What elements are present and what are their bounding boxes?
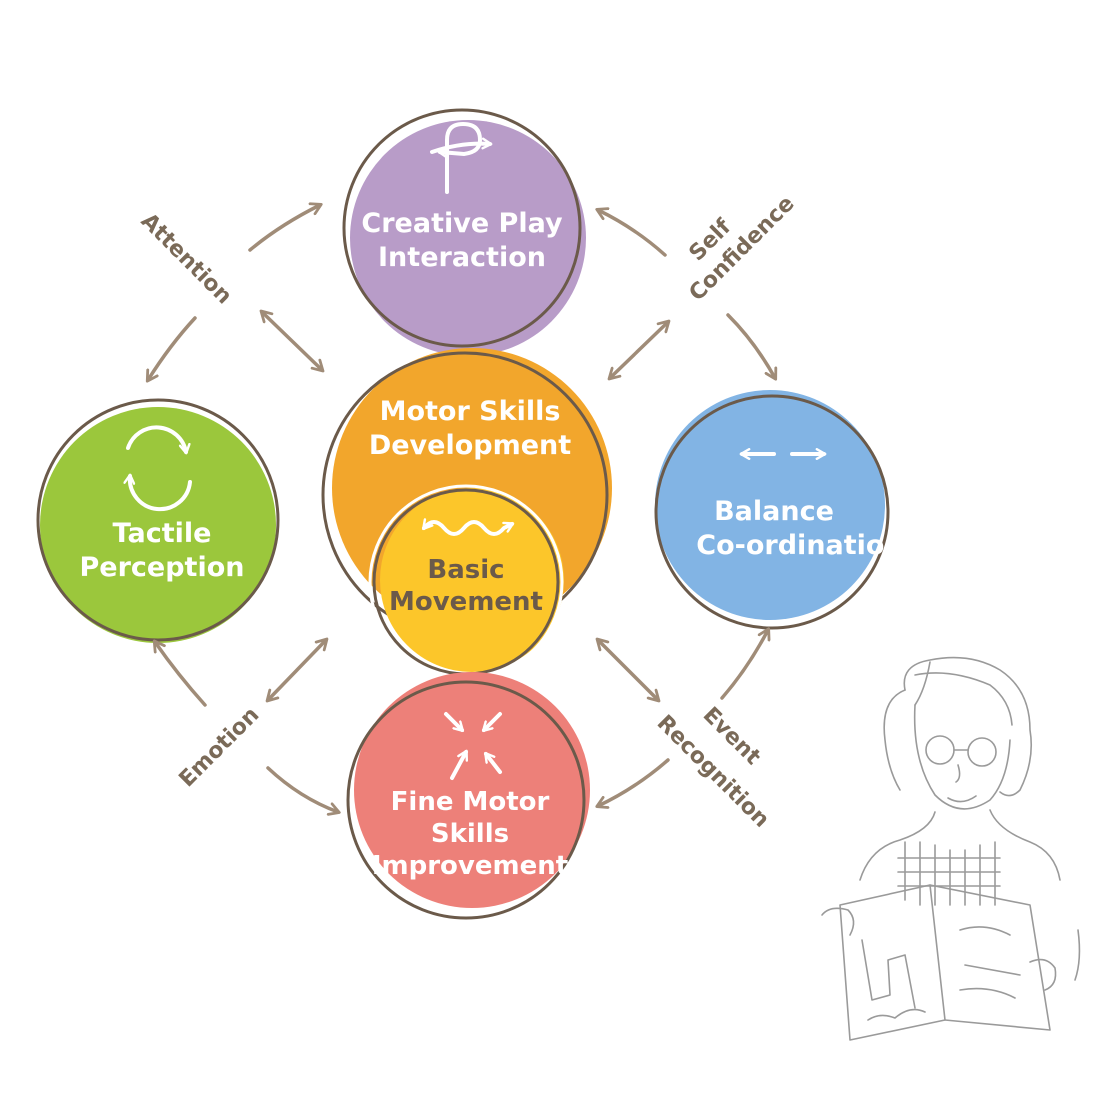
node-tactile-perception: Tactile Perception <box>36 398 280 643</box>
arrow-event-motor-double <box>595 637 661 703</box>
wavy-arrow-icon <box>422 518 515 536</box>
node-basic-line1: Basic <box>427 555 504 585</box>
node-motor-line1: Motor Skills <box>380 396 561 427</box>
edge-label-emotion: Emotion <box>175 703 265 793</box>
node-creative-outline <box>342 108 582 348</box>
arrow-emotion-to-fine <box>266 766 341 816</box>
edge-label-attention: Attention <box>136 209 237 310</box>
node-balance-line1: Balance <box>714 496 834 527</box>
arrow-attention-to-creative <box>248 202 323 252</box>
cycle-arrows-icon <box>123 425 192 512</box>
node-fine-outline <box>346 680 586 920</box>
node-basic-line2: Movement <box>389 587 543 617</box>
node-balance-fill <box>655 390 885 620</box>
node-fine-fill <box>354 672 590 908</box>
arrow-self-to-creative <box>595 207 667 257</box>
arrow-attention-to-tactile <box>145 316 197 383</box>
node-creative-fill <box>350 120 586 356</box>
arrow-emotion-motor-double <box>265 637 329 703</box>
woman-reading-sketch <box>821 656 1081 1041</box>
node-creative-line2: Interaction <box>378 242 546 273</box>
arrows <box>145 202 778 816</box>
node-tactile-line2: Perception <box>80 552 245 583</box>
arrow-emotion-to-tactile <box>152 639 207 707</box>
arrow-self-to-balance <box>726 313 778 381</box>
arrow-event-to-balance <box>720 627 771 700</box>
arrow-event-to-fine <box>595 758 670 809</box>
curved-arrows-icon <box>430 122 493 194</box>
node-fine-line1: Fine Motor <box>391 787 550 817</box>
node-fine-line3: Improvement <box>372 851 568 881</box>
node-fine-motor: Fine Motor Skills Improvement <box>346 672 590 920</box>
node-fine-line2: Skills <box>431 819 509 849</box>
arrow-attention-motor-double <box>259 309 325 373</box>
node-tactile-line1: Tactile <box>113 518 212 549</box>
node-motor-line2: Development <box>369 430 571 461</box>
node-basic-fill <box>380 488 564 672</box>
node-balance-coordination: Balance Co-ordination <box>654 390 904 630</box>
converging-arrows-icon <box>444 712 502 780</box>
arrow-self-motor-double <box>607 319 671 381</box>
node-basic-movement: Basic Movement <box>368 484 564 680</box>
node-balance-outline <box>654 394 890 630</box>
node-balance-line2: Co-ordination <box>696 530 903 561</box>
node-creative-line1: Creative Play <box>361 208 563 239</box>
node-tactile-fill <box>40 407 276 643</box>
node-creative-play: Creative Play Interaction <box>342 108 586 356</box>
